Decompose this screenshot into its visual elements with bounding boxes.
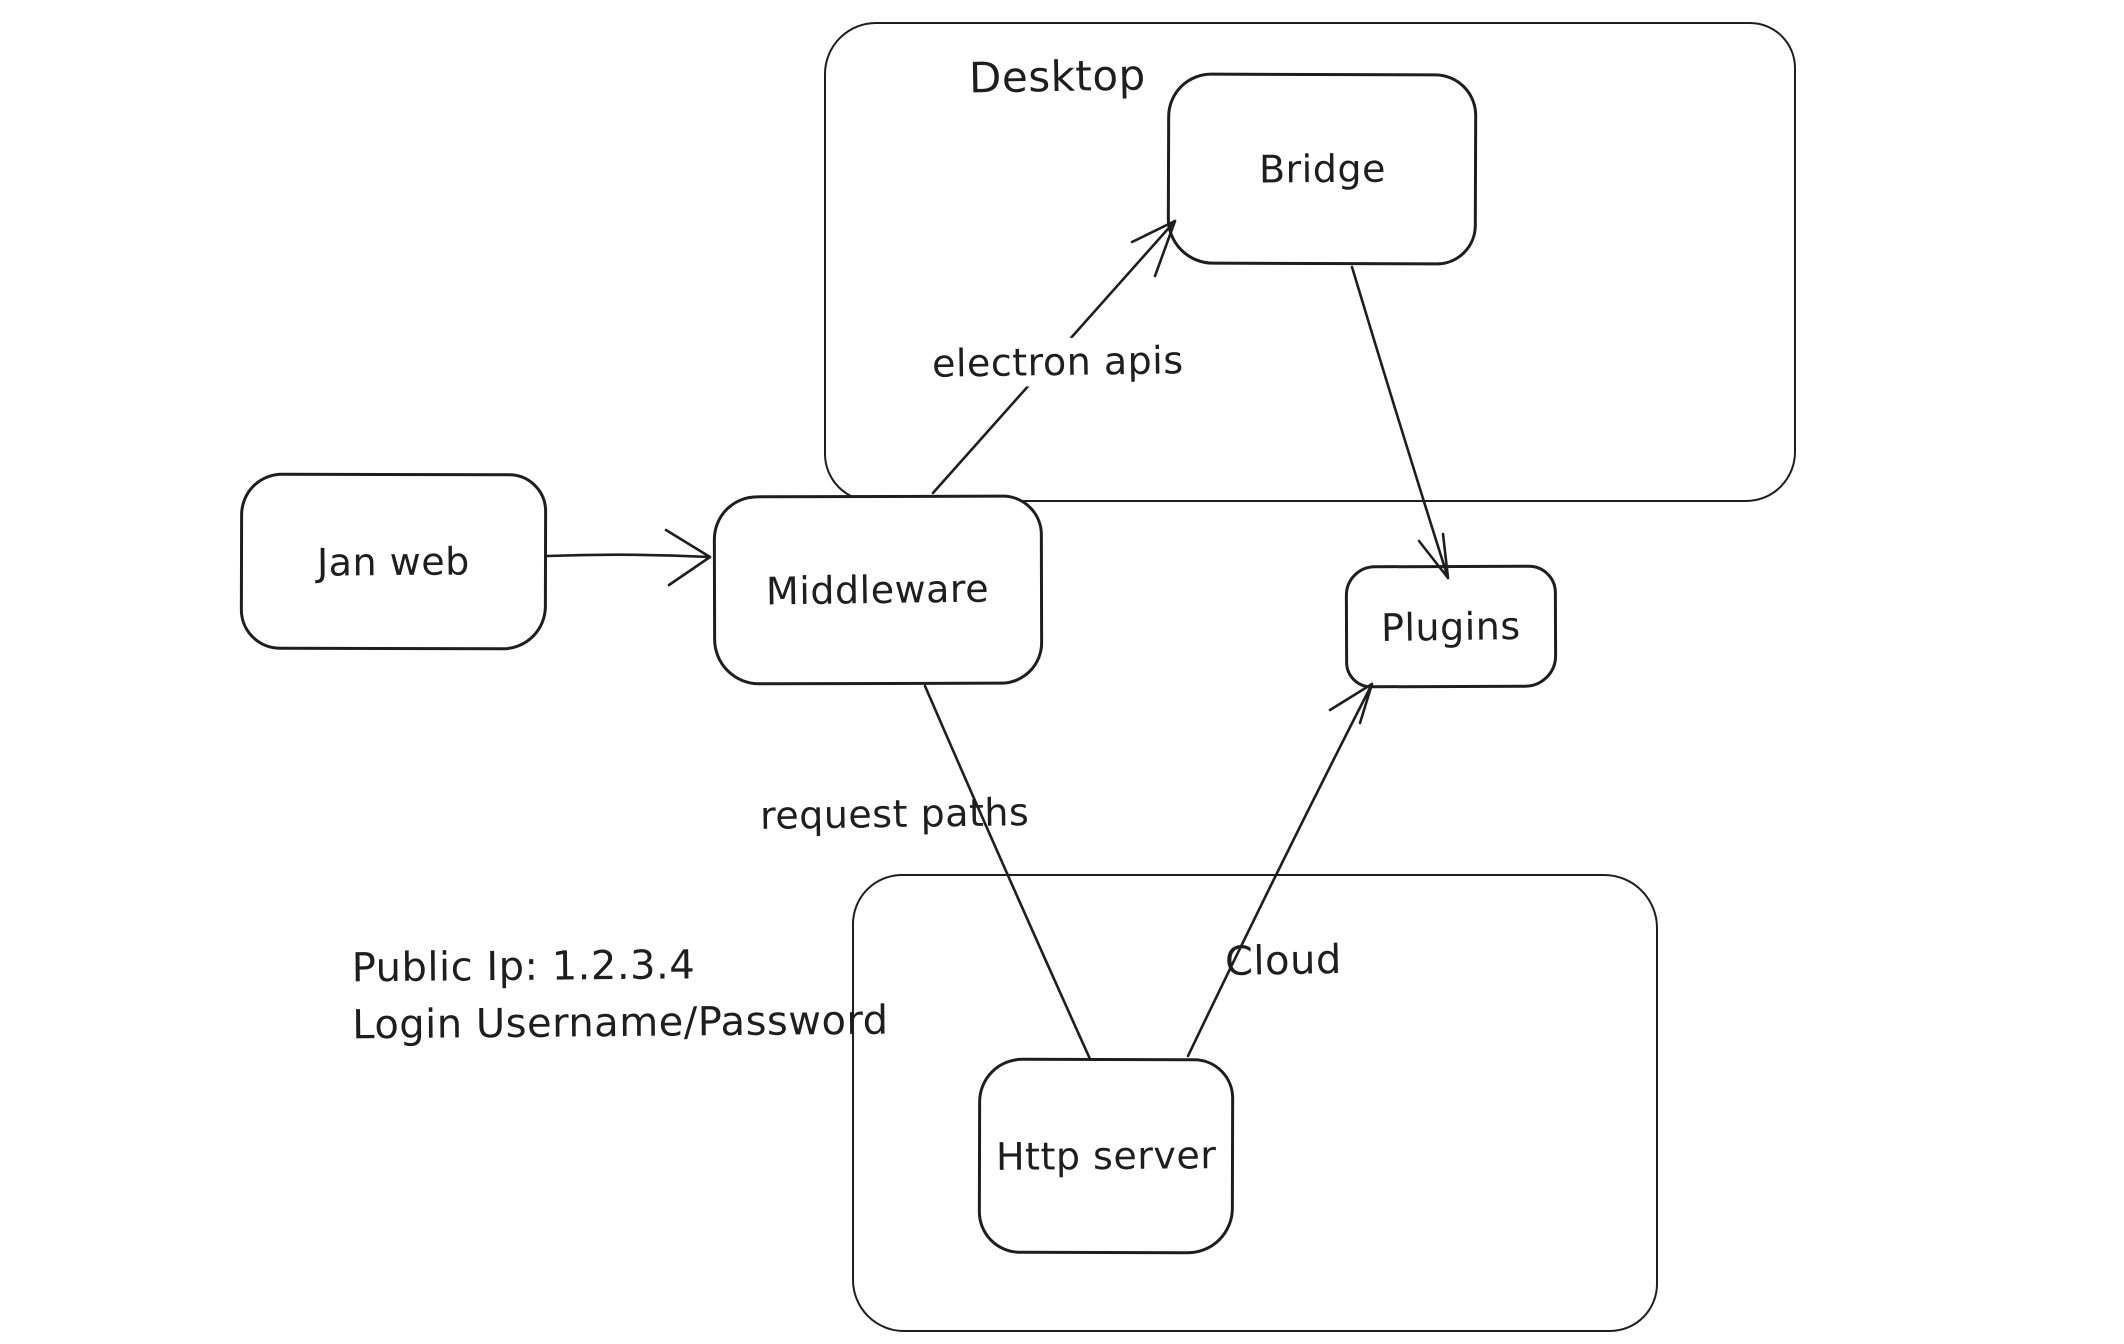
edge-janweb-to-middleware[interactable] bbox=[545, 528, 712, 587]
desktop-container-label: Desktop bbox=[968, 50, 1147, 103]
plugins-label: Plugins bbox=[1380, 603, 1522, 650]
login-note-line: Login Username/Password bbox=[352, 997, 889, 1049]
cloud-container[interactable]: Cloud bbox=[852, 874, 1658, 1332]
middleware-label: Middleware bbox=[766, 566, 990, 614]
jan-web-node[interactable]: Jan web bbox=[239, 472, 548, 651]
edge-middleware-to-httpserver[interactable] bbox=[923, 684, 1092, 1061]
desktop-container[interactable]: Desktop bbox=[824, 22, 1796, 502]
plugins-node[interactable]: Plugins bbox=[1344, 564, 1558, 689]
cloud-credentials-note[interactable]: Public Ip: 1.2.3.4 Login Username/Passwo… bbox=[352, 936, 889, 1055]
middleware-node[interactable]: Middleware bbox=[712, 494, 1044, 686]
edge-bridge-to-plugins[interactable] bbox=[1350, 265, 1450, 580]
edge-label-request-paths[interactable]: request paths bbox=[759, 790, 1030, 838]
edge-httpserver-to-plugins[interactable] bbox=[1186, 682, 1374, 1058]
jan-web-label: Jan web bbox=[316, 538, 471, 585]
http-server-node[interactable]: Http server bbox=[977, 1057, 1235, 1255]
bridge-node[interactable]: Bridge bbox=[1166, 72, 1478, 266]
public-ip-note-line: Public Ip: 1.2.3.4 bbox=[351, 942, 696, 992]
http-server-label: Http server bbox=[995, 1133, 1217, 1179]
edge-label-electron-apis[interactable]: electron apis bbox=[925, 336, 1190, 388]
bridge-label: Bridge bbox=[1258, 146, 1386, 192]
